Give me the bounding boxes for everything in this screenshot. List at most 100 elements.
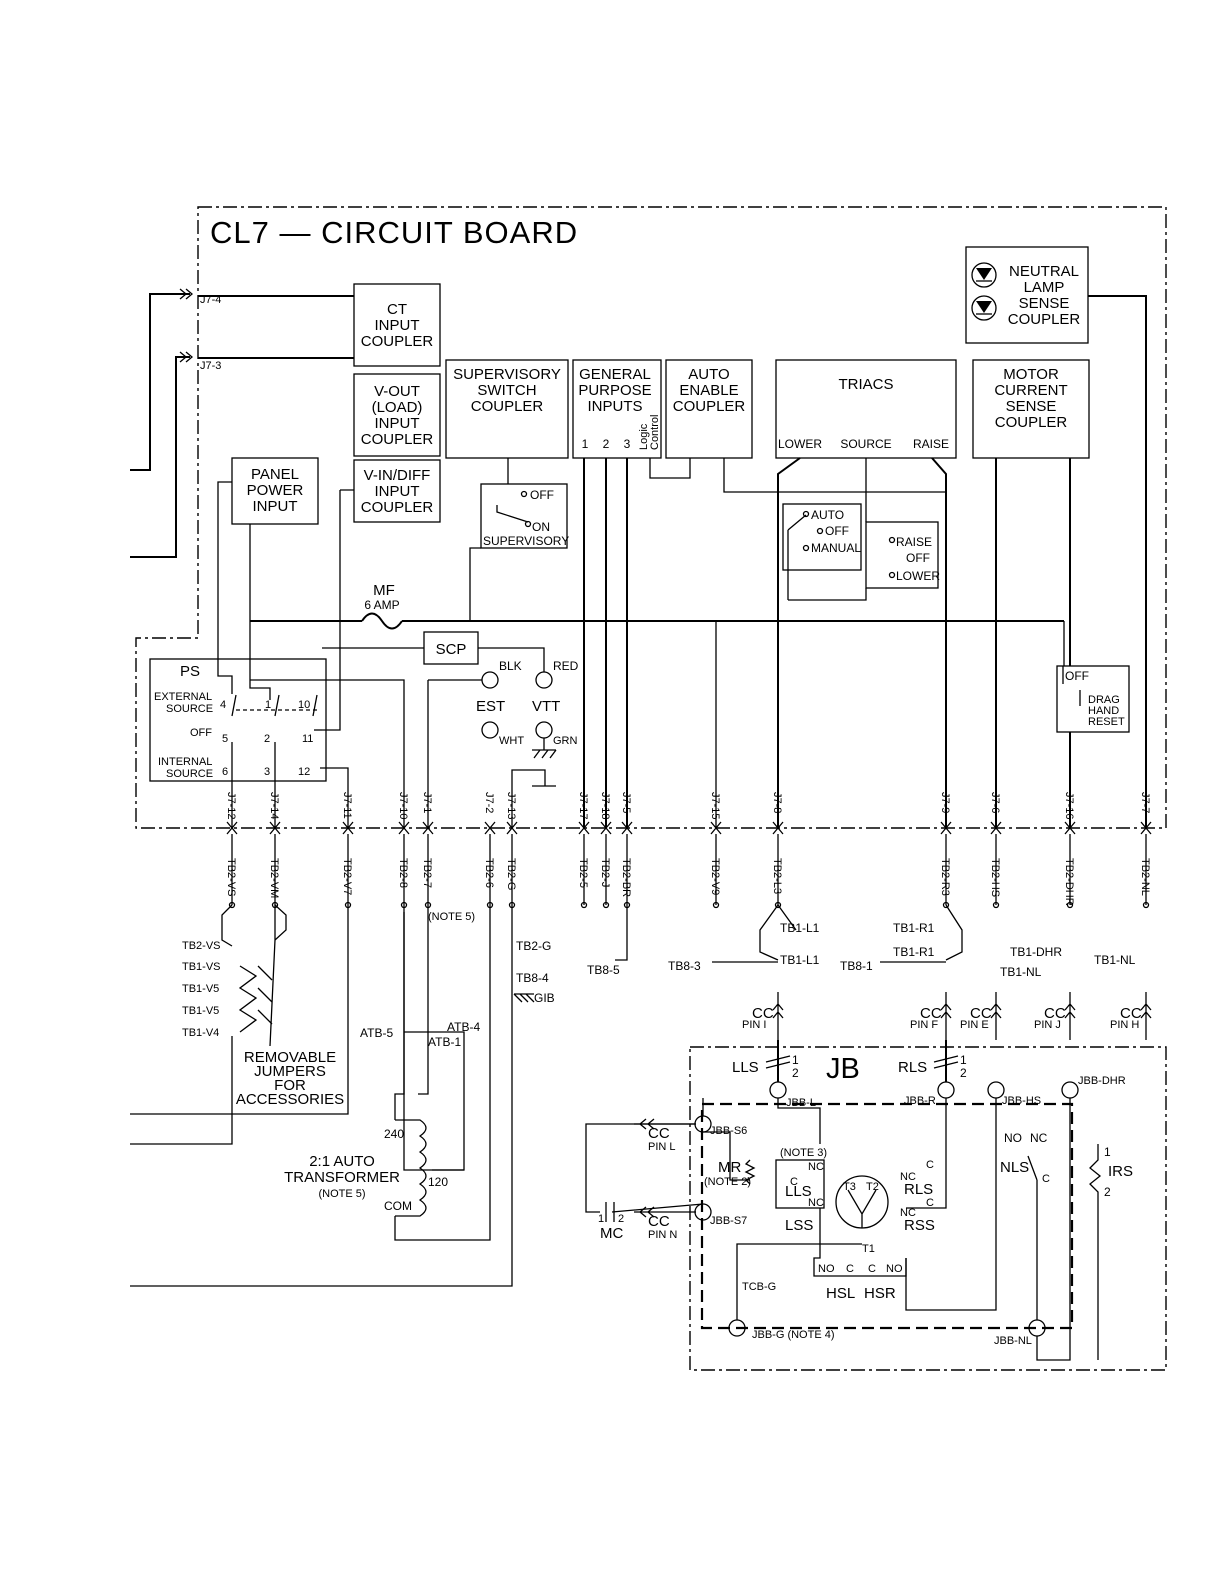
svg-text:VTT: VTT xyxy=(532,698,560,715)
power-supply-block: PS EXTERNAL SOURCE OFF INTERNAL SOURCE 4… xyxy=(149,658,327,782)
svg-text:(NOTE 3): (NOTE 3) xyxy=(780,1147,827,1159)
svg-text:ATB-4: ATB-4 xyxy=(447,1020,480,1034)
svg-text:OFF: OFF xyxy=(530,488,554,502)
svg-text:J7-3: J7-3 xyxy=(200,360,221,372)
svg-text:T3: T3 xyxy=(843,1181,856,1193)
svg-text:ENABLE: ENABLE xyxy=(679,382,738,399)
svg-text:Logic: Logic xyxy=(638,423,650,450)
svg-text:PIN F: PIN F xyxy=(910,1019,938,1031)
svg-text:ACCESSORIES: ACCESSORIES xyxy=(236,1091,344,1108)
svg-text:2: 2 xyxy=(960,1066,967,1080)
j7-label: J7-13 xyxy=(505,792,517,820)
board-wiring xyxy=(217,457,1071,828)
svg-text:MF: MF xyxy=(373,582,395,599)
tb2-label: TB2-VM xyxy=(268,858,280,898)
svg-text:1: 1 xyxy=(582,437,589,451)
tb2-label: TB2-8 xyxy=(397,858,409,888)
red-terminal xyxy=(535,671,553,689)
triacs-block: TRIACS LOWER SOURCE RAISE xyxy=(775,359,957,459)
j7-label: J7-18 xyxy=(599,792,611,820)
svg-text:INPUT: INPUT xyxy=(375,317,420,334)
svg-text:COM: COM xyxy=(384,1199,412,1213)
svg-text:TCB-G: TCB-G xyxy=(742,1281,776,1293)
svg-text:C: C xyxy=(1042,1173,1050,1185)
svg-text:TB8-1: TB8-1 xyxy=(840,959,873,973)
j7-connector-row: J7-12 J7-14 J7-11 J7-10 J7-1 J7-2 J7-13 J7-17 J7… xyxy=(225,792,1152,909)
svg-text:COUPLER: COUPLER xyxy=(995,414,1068,431)
motor-current-sense-coupler: MOTOR CURRENT SENSE COUPLER xyxy=(972,359,1090,459)
svg-text:SENSE: SENSE xyxy=(1006,398,1057,415)
svg-text:RAISE: RAISE xyxy=(896,535,932,549)
svg-text:(NOTE 5): (NOTE 5) xyxy=(428,911,475,923)
tb2-label: TB2-G xyxy=(505,858,517,890)
svg-text:JBB-NL: JBB-NL xyxy=(994,1335,1032,1347)
svg-text:4: 4 xyxy=(220,699,226,711)
j7-connector: J7-14 xyxy=(268,792,281,909)
svg-text:INPUT: INPUT xyxy=(253,498,298,515)
svg-text:3: 3 xyxy=(264,766,270,778)
j7-connector: J7-17 xyxy=(577,792,590,909)
svg-text:TB1-NL: TB1-NL xyxy=(1000,965,1042,979)
svg-text:JBB-S7: JBB-S7 xyxy=(710,1215,747,1227)
j7-connector: J7-2 xyxy=(483,792,496,909)
svg-text:TB1-VS: TB1-VS xyxy=(182,961,221,973)
j7-connector: J7-15 xyxy=(709,792,722,909)
svg-text:COUPLER: COUPLER xyxy=(361,431,434,448)
panel-power-input: PANEL POWER INPUT xyxy=(231,457,319,525)
svg-text:COUPLER: COUPLER xyxy=(361,499,434,516)
svg-text:LLS: LLS xyxy=(785,1183,812,1200)
svg-text:HSL: HSL xyxy=(826,1285,855,1302)
j7-connector: J7-5 xyxy=(620,792,633,909)
grn-terminal xyxy=(535,721,553,739)
svg-text:RLS: RLS xyxy=(904,1181,933,1198)
svg-text:EXTERNAL: EXTERNAL xyxy=(154,691,212,703)
svg-text:PS: PS xyxy=(180,663,200,680)
svg-text:C: C xyxy=(868,1263,876,1275)
scp-box: SCP xyxy=(322,631,545,672)
svg-text:(NOTE 2): (NOTE 2) xyxy=(704,1176,751,1188)
removable-jumpers: TB2-VS TB1-VS TB1-V5 TB1-V5 TB1-V4 REMOV… xyxy=(130,904,349,1145)
j7-label: J7-12 xyxy=(225,792,237,820)
svg-text:IRS: IRS xyxy=(1108,1163,1133,1180)
svg-text:LOWER: LOWER xyxy=(778,437,822,451)
svg-text:240: 240 xyxy=(384,1127,404,1141)
svg-text:TB2-VS: TB2-VS xyxy=(182,940,221,952)
svg-text:WHT: WHT xyxy=(499,735,524,747)
svg-text:2: 2 xyxy=(603,437,610,451)
svg-text:OFF: OFF xyxy=(1065,669,1089,683)
svg-text:NC: NC xyxy=(900,1171,916,1183)
svg-text:T1: T1 xyxy=(862,1243,875,1255)
svg-text:V-IN/DIFF: V-IN/DIFF xyxy=(364,467,431,484)
j7-label: J7-2 xyxy=(483,792,495,813)
svg-text:GRN: GRN xyxy=(553,735,578,747)
j7-connector: J7-10 xyxy=(397,792,410,909)
svg-text:C: C xyxy=(926,1197,934,1209)
svg-text:JBB-G (NOTE 4): JBB-G (NOTE 4) xyxy=(752,1329,835,1341)
svg-text:SCP: SCP xyxy=(436,641,467,658)
tb2-label: TB2-7 xyxy=(421,858,433,888)
tb2-label: TB2-J xyxy=(599,858,611,887)
svg-text:JBB-DHR: JBB-DHR xyxy=(1078,1075,1126,1087)
svg-text:LLS: LLS xyxy=(732,1059,759,1076)
wht-terminal xyxy=(481,721,499,739)
v-out-input-coupler: V-OUT (LOAD) INPUT COUPLER xyxy=(353,373,441,457)
j7-label: J7-15 xyxy=(709,792,721,820)
svg-text:SUPERVISORY: SUPERVISORY xyxy=(453,366,561,383)
tb2-label: TB2-DHR xyxy=(1063,858,1075,906)
svg-text:JBB-L: JBB-L xyxy=(786,1097,816,1109)
svg-text:TB2-G: TB2-G xyxy=(516,939,551,953)
svg-text:TB8-3: TB8-3 xyxy=(668,959,701,973)
j7-connector: J7-13 xyxy=(505,792,518,909)
j7-connector: J7-1 xyxy=(421,792,434,909)
supervisory-switch: OFF ON SUPERVISORY xyxy=(480,458,569,549)
j7-label: J7-11 xyxy=(341,792,353,819)
main-fuse: MF 6 AMP xyxy=(361,582,403,630)
svg-text:INTERNAL: INTERNAL xyxy=(158,756,212,768)
j7-label: J7-10 xyxy=(397,792,409,820)
svg-text:ATB-5: ATB-5 xyxy=(360,1026,393,1040)
tb2-label: TB2-R3 xyxy=(939,858,951,896)
svg-text:JBB-HS: JBB-HS xyxy=(1002,1095,1041,1107)
